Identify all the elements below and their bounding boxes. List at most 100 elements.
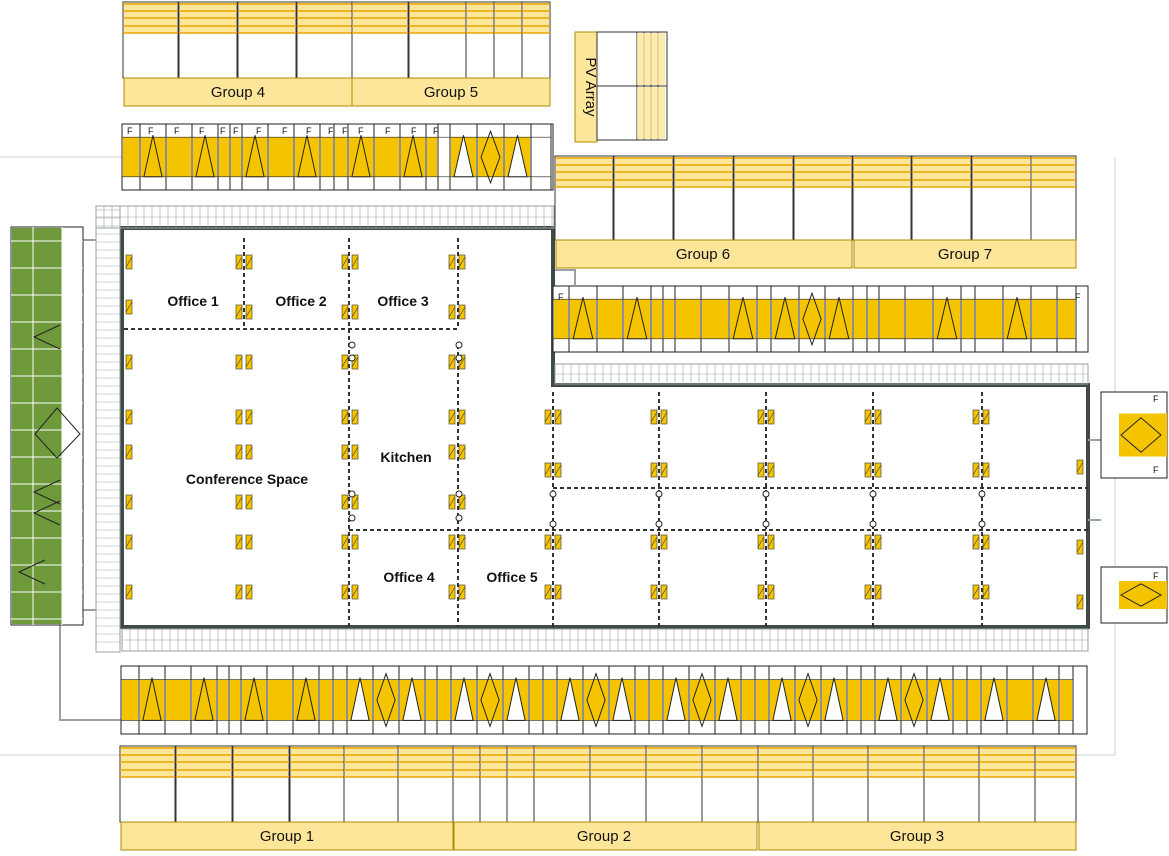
storage-unit: [978, 745, 1036, 823]
equipment-cell-fill: [374, 679, 398, 721]
storage-unit: [397, 745, 454, 823]
storage-unit: [175, 745, 233, 823]
light-fixture-hatch: [351, 536, 359, 548]
side-unit-fill: [1119, 413, 1167, 457]
light-fixture-hatch: [544, 586, 552, 598]
equipment-cell-fill: [166, 679, 190, 721]
group-2-label: Group 2: [577, 828, 631, 845]
equipment-cell-fill: [554, 299, 568, 339]
f-marker: F: [256, 126, 262, 136]
equipment-cell-fill: [219, 137, 229, 177]
storage-unit: [506, 745, 535, 823]
equipment-cell-fill: [570, 299, 596, 339]
sensor-symbol: [455, 514, 463, 522]
equipment-cell-fill: [976, 299, 1002, 339]
equipment-cell-fill: [401, 137, 425, 177]
triangle-symbol: [32, 324, 61, 350]
storage-unit: [812, 745, 869, 823]
sensor-symbol: [549, 490, 557, 498]
f-marker: F: [148, 126, 154, 136]
equipment-cell-fill: [230, 679, 240, 721]
group-3-label: Group 3: [890, 828, 944, 845]
f-marker: F: [411, 126, 417, 136]
equipment-cell-fill: [122, 679, 138, 721]
f-marker: F: [385, 126, 391, 136]
light-fixture-hatch: [650, 464, 658, 476]
light-fixture-hatch: [341, 356, 349, 368]
light-fixture-hatch: [544, 536, 552, 548]
group-4-bar: [123, 77, 353, 107]
light-fixture-hatch: [125, 536, 133, 548]
light-fixture-hatch: [341, 306, 349, 318]
equipment-cell-fill: [141, 137, 165, 177]
equipment-cell-fill: [702, 299, 728, 339]
group-6-label: Group 6: [676, 246, 730, 263]
equipment-cell-fill: [231, 137, 241, 177]
diamond-symbol: [480, 672, 500, 728]
equipment-cell-fill: [624, 299, 650, 339]
f-marker: F: [1153, 571, 1159, 581]
light-fixture-hatch: [864, 411, 872, 423]
f-marker: F: [282, 126, 288, 136]
f-marker: F: [220, 126, 226, 136]
triangle-symbol: [32, 500, 61, 526]
equipment-cell-fill: [862, 679, 874, 721]
triangle-symbol: [17, 559, 46, 585]
light-fixture-hatch: [972, 536, 980, 548]
storage-unit: [408, 1, 467, 79]
light-fixture-hatch: [982, 536, 990, 548]
light-fixture-hatch: [235, 586, 243, 598]
light-fixture-hatch: [458, 446, 466, 458]
equipment-cell-fill: [730, 299, 756, 339]
light-fixture-hatch: [245, 536, 253, 548]
equipment-cell-fill: [243, 137, 267, 177]
light-fixture-hatch: [982, 411, 990, 423]
storage-unit: [119, 745, 176, 823]
group-5-bar: [351, 77, 551, 107]
light-fixture-hatch: [554, 586, 562, 598]
equipment-cell-fill: [1060, 679, 1072, 721]
light-fixture-hatch: [554, 536, 562, 548]
storage-unit: [923, 745, 980, 823]
equipment-cell-fill: [954, 679, 966, 721]
equipment-cell-fill: [478, 679, 502, 721]
light-fixture-hatch: [351, 256, 359, 268]
light-fixture-hatch: [351, 411, 359, 423]
f-marker: F: [199, 126, 205, 136]
light-fixture-hatch: [458, 411, 466, 423]
f-marker: F: [174, 126, 180, 136]
light-fixture-hatch: [448, 446, 456, 458]
light-fixture-hatch: [874, 536, 882, 548]
light-fixture-hatch: [235, 306, 243, 318]
light-fixture-hatch: [351, 496, 359, 508]
f-marker: F: [233, 126, 239, 136]
side-unit-fill: [1119, 581, 1167, 609]
light-fixture-hatch: [982, 464, 990, 476]
pv-array-panels: [596, 31, 668, 141]
light-fixture-hatch: [245, 411, 253, 423]
light-fixture-hatch: [972, 464, 980, 476]
diamond-symbol: [692, 672, 712, 728]
light-fixture-hatch: [650, 411, 658, 423]
light-fixture-hatch: [448, 536, 456, 548]
light-fixtures-layer: [125, 254, 1084, 610]
storage-unit: [465, 1, 495, 79]
pv-array-label: PV Array: [582, 57, 599, 117]
storage-unit: [351, 1, 409, 79]
light-fixture-hatch: [864, 464, 872, 476]
equipment-cell-fill: [650, 679, 662, 721]
equipment-cell-fill: [880, 299, 904, 339]
equipment-cell-fill: [321, 137, 333, 177]
light-fixture-hatch: [660, 464, 668, 476]
light-fixture-hatch: [235, 411, 243, 423]
conduit-line: [1088, 439, 1101, 521]
light-fixture-hatch: [245, 306, 253, 318]
room-label-kitchen: Kitchen: [380, 449, 431, 465]
light-fixture-hatch: [448, 356, 456, 368]
light-fixture-hatch: [341, 256, 349, 268]
conduit-line: [555, 269, 576, 285]
light-fixture-hatch: [245, 446, 253, 458]
walls-layer: [59, 205, 1101, 721]
sensor-symbol: [978, 490, 986, 498]
diamond-symbol: [586, 672, 606, 728]
